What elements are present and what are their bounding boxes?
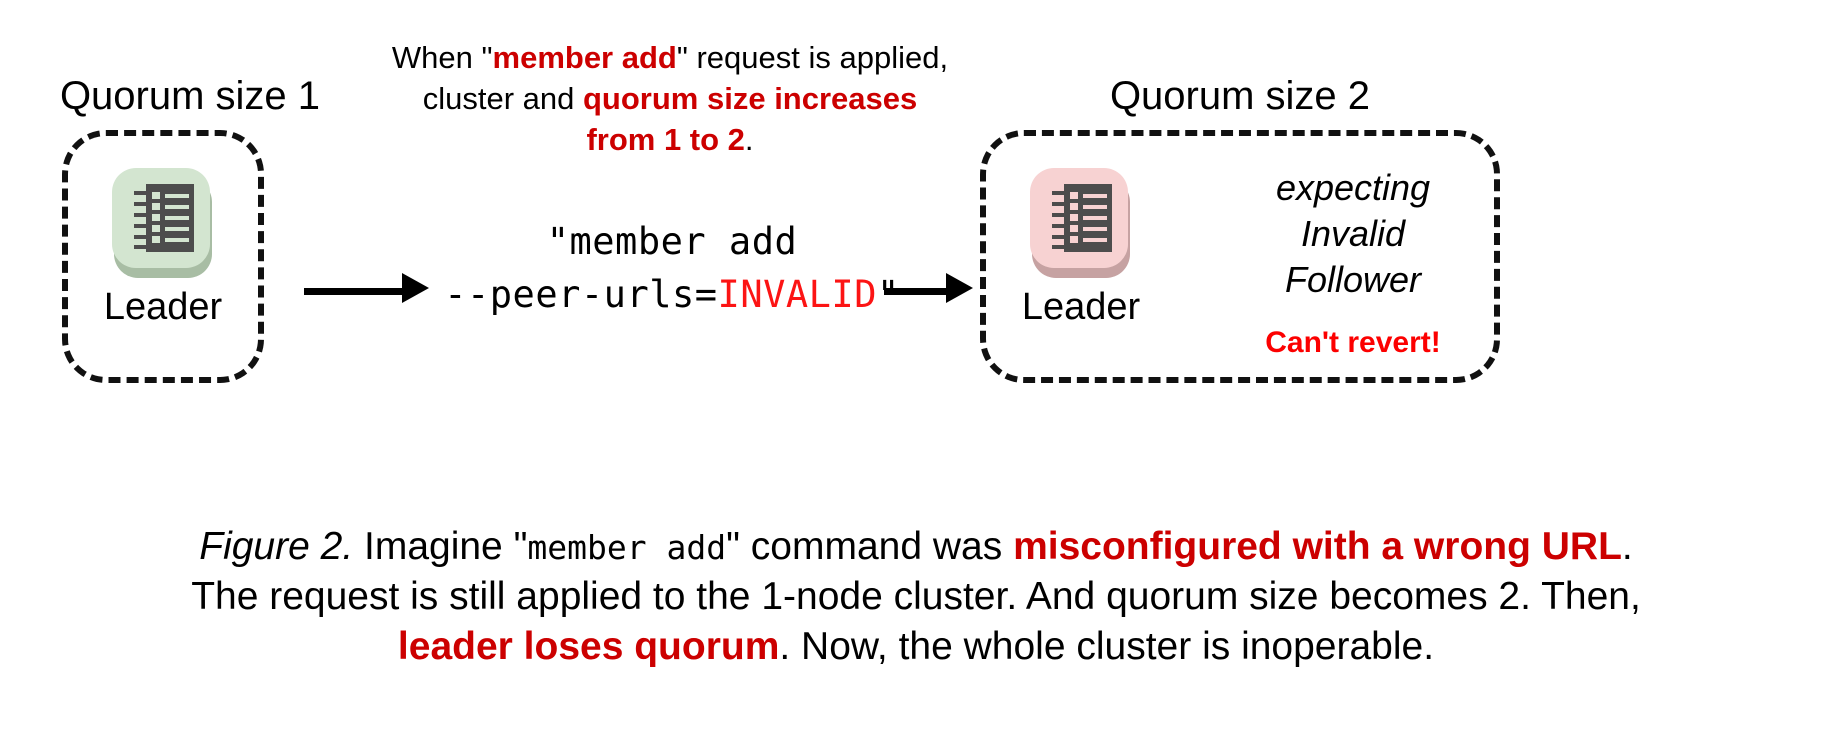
annotation-highlight-quorum: quorum size increases: [583, 80, 918, 116]
status-line-2: Invalid: [1300, 213, 1406, 255]
caption-red-misconfigured: misconfigured with a wrong URL: [1013, 525, 1622, 568]
right-cluster-boundary: [980, 130, 1500, 383]
rack-tab: [1052, 213, 1068, 217]
rack-row-line: [1083, 238, 1107, 242]
rack-row-line: [165, 216, 189, 220]
rack-row-line: [165, 238, 189, 242]
rack-row-indicator: [152, 225, 160, 232]
rack-row-indicator: [1070, 236, 1078, 243]
right-leader-node: Leader: [1010, 160, 1152, 326]
rack-row-indicator: [152, 214, 160, 221]
rack-row-line: [165, 227, 189, 231]
rack-tab: [134, 202, 150, 206]
caption-text2: " command was: [726, 525, 1014, 568]
annotation-highlight-from-1-to-2: from 1 to 2: [586, 121, 745, 157]
caption-text1: Imagine ": [353, 525, 528, 568]
rack-row-indicator: [152, 203, 160, 210]
rack-tab: [134, 224, 150, 228]
annotation-highlight-member-add: member add: [492, 40, 677, 75]
command-line1: "member add: [546, 220, 798, 263]
command-line2-prefix: --peer-urls=: [444, 272, 718, 316]
rack-glyph: [1052, 184, 1112, 252]
rack-tab: [1052, 202, 1068, 206]
caption-line2: The request is still applied to the 1-no…: [191, 574, 1641, 618]
annotation-part4: .: [744, 121, 754, 157]
annotation-text: When "member add" request is applied, cl…: [360, 38, 980, 161]
node-tile: [1030, 168, 1128, 268]
annotation-part3: cluster and: [422, 80, 583, 116]
rack-tab: [1052, 235, 1068, 239]
caption-text4: . Now, the whole cluster is inoperable.: [779, 624, 1435, 668]
rack-tab: [134, 191, 150, 195]
left-cluster-title: Quorum size 1: [59, 74, 321, 118]
rack-row-line: [1083, 205, 1107, 209]
caption-red-leader-loses-quorum: leader loses quorum: [397, 624, 780, 668]
rack-tab: [1052, 191, 1068, 195]
annotation-part2: " request is applied,: [676, 40, 949, 75]
arrow-right-head-icon: [402, 273, 429, 303]
command-text: "member add --peer-urls=INVALID": [392, 216, 952, 321]
rack-tab: [1052, 245, 1068, 249]
command-invalid-value: INVALID: [717, 272, 877, 316]
rack-tab: [1052, 224, 1068, 228]
rack-tab: [134, 213, 150, 217]
left-node-label: Leader: [103, 286, 223, 328]
rack-row-line: [165, 205, 189, 209]
status-line-1: expecting: [1275, 167, 1431, 208]
caption-text3: .: [1621, 525, 1633, 568]
rack-row-indicator: [152, 192, 160, 199]
caption-mono-command: member add: [527, 528, 727, 567]
rack-row-indicator: [1070, 203, 1078, 210]
right-node-label: Leader: [1021, 286, 1141, 328]
annotation-part1: When ": [391, 40, 493, 75]
cant-revert-warning: Can't revert!: [1265, 326, 1441, 359]
rack-row-indicator: [1070, 192, 1078, 199]
arrow-right-icon: [884, 288, 954, 295]
rack-tab: [134, 235, 150, 239]
rack-tab: [134, 245, 150, 249]
figure-label: Figure 2.: [199, 525, 354, 568]
rack-row-line: [1083, 227, 1107, 231]
left-cluster-boundary: [62, 130, 264, 383]
right-cluster-title: Quorum size 2: [1109, 74, 1371, 118]
rack-row-indicator: [1070, 225, 1078, 232]
rack-row-line: [1083, 216, 1107, 220]
rack-row-line: [165, 194, 189, 198]
rack-row-indicator: [152, 236, 160, 243]
figure-caption: Figure 2. Imagine "member add" command w…: [46, 522, 1786, 672]
rack-row-indicator: [1070, 214, 1078, 221]
node-tile: [112, 168, 210, 268]
status-line-3: Follower: [1284, 259, 1422, 301]
left-leader-node: Leader: [92, 160, 234, 326]
rack-row-line: [1083, 194, 1107, 198]
rack-glyph: [134, 184, 194, 252]
arrow-right-icon: [304, 288, 408, 295]
arrow-right-head-icon: [946, 273, 973, 303]
expecting-status-text: expecting Invalid Follower: [1228, 165, 1478, 303]
server-rack-icon: [1030, 160, 1132, 282]
server-rack-icon: [112, 160, 214, 282]
